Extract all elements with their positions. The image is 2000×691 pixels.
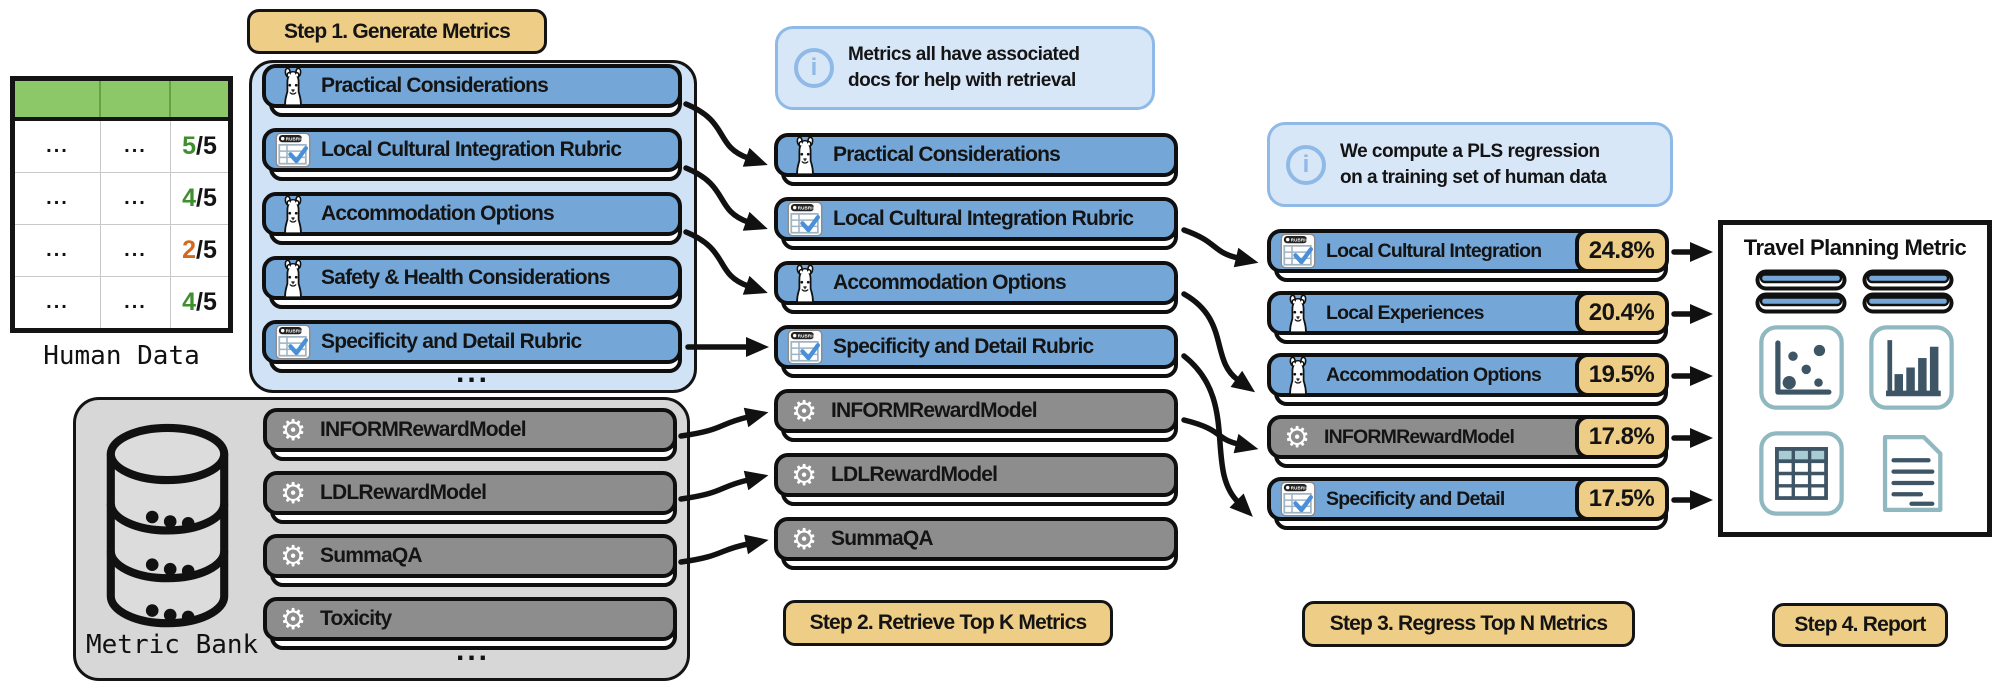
llama-icon	[275, 194, 311, 234]
retrieved-pill-local-cultural-integration-rubric: Local Cultural Integration Rubric	[774, 197, 1178, 255]
metric-pills-icon	[1862, 269, 1954, 315]
human-data-caption: Human Data	[43, 341, 200, 371]
step4-label: Step 4. Report	[1772, 603, 1948, 647]
rubric-icon	[1280, 231, 1316, 271]
metric-pill-safety-health-considerations: Safety & Health Considerations	[262, 256, 682, 314]
retrieved-pill-practical-considerations: Practical Considerations	[774, 133, 1178, 191]
retrieved-pill-ldl-reward-model: ⚙LDLRewardModel	[774, 453, 1178, 511]
step2-label: Step 2. Retrieve Top K Metrics	[783, 600, 1113, 646]
regressed-pill-local-experiences: Local Experiences 20.4%	[1267, 290, 1669, 349]
metric-pill-practical-considerations: Practical Considerations	[262, 64, 682, 122]
info-bubble-regression: i We compute a PLS regression on a train…	[1267, 122, 1673, 207]
retrieved-pill-accommodation-options: Accommodation Options	[774, 261, 1178, 319]
retrieved-pill-inform-reward-model: ⚙INFORMRewardModel	[774, 389, 1178, 447]
gear-icon: ⚙	[791, 393, 817, 428]
rubric-icon	[275, 130, 311, 170]
llama-icon	[1280, 293, 1316, 333]
metric-pill-specificity-and-detail-rubric: Specificity and Detail Rubric	[262, 320, 682, 378]
flow-arrow	[678, 534, 769, 565]
step1-label: Step 1. Generate Metrics	[247, 9, 547, 54]
database-icon	[100, 412, 235, 640]
table-row: ... ... 5/5	[15, 121, 228, 173]
retrieved-pill-summaqa: ⚙SummaQA	[774, 517, 1178, 575]
bank-pill-summaqa: ⚙SummaQA	[263, 534, 677, 592]
rubric-icon	[787, 199, 823, 239]
regressed-pill-local-cultural-integration: Local Cultural Integration 24.8%	[1267, 228, 1669, 287]
gear-icon: ⚙	[791, 457, 817, 492]
flow-arrow	[1181, 417, 1259, 454]
regressed-pill-accommodation-options: Accommodation Options 19.5%	[1267, 352, 1669, 411]
weight-badge: 19.5%	[1574, 352, 1669, 397]
weight-badge: 24.8%	[1574, 228, 1669, 273]
flow-arrow	[1181, 353, 1253, 517]
rubric-icon	[787, 327, 823, 367]
scatter-plot-icon	[1759, 325, 1844, 410]
gear-icon: ⚙	[280, 538, 306, 573]
llama-icon	[275, 66, 311, 106]
rubric-icon	[275, 322, 311, 362]
table-icon	[1759, 431, 1844, 516]
flow-arrow	[1181, 291, 1256, 393]
report-panel-title: Travel Planning Metric	[1743, 235, 1967, 260]
gear-icon: ⚙	[280, 412, 306, 447]
weight-badge: 17.8%	[1574, 414, 1669, 459]
llama-icon	[275, 258, 311, 298]
info-line: We compute a PLS regression	[1340, 140, 1600, 162]
table-row: ... ... 4/5	[15, 277, 228, 328]
weight-badge: 20.4%	[1574, 290, 1669, 335]
bank-pill-ldl-reward-model: ⚙LDLRewardModel	[263, 471, 677, 529]
info-bubble-retrieval: i Metrics all have associated docs for h…	[775, 26, 1155, 110]
bank-pill-toxicity: ⚙Toxicity	[263, 597, 677, 655]
weight-badge: 17.5%	[1574, 476, 1669, 521]
flow-arrow	[678, 407, 769, 439]
flow-arrow	[1181, 227, 1259, 268]
metric-bank-caption: Metric Bank	[86, 630, 259, 660]
gear-icon: ⚙	[280, 475, 306, 510]
llama-icon	[787, 135, 823, 175]
human-data-table: ... ... 5/5 ... ... 4/5 ... ... 2/5 ... …	[10, 76, 233, 333]
bar-chart-icon	[1869, 325, 1954, 410]
table-header-row	[15, 81, 228, 121]
regressed-pill-specificity-and-detail: Specificity and Detail 17.5%	[1267, 476, 1669, 535]
gear-icon: ⚙	[791, 521, 817, 556]
table-row: ... ... 4/5	[15, 173, 228, 225]
llama-icon	[787, 263, 823, 303]
llama-icon	[1280, 355, 1316, 395]
bank-pill-inform-reward-model: ⚙INFORMRewardModel	[263, 408, 677, 466]
info-line: Metrics all have associated	[848, 44, 1080, 66]
document-icon	[1869, 431, 1954, 516]
flow-arrow	[678, 470, 769, 502]
info-line: docs for help with retrieval	[848, 70, 1076, 91]
regressed-pill-inform-reward-model: ⚙INFORMRewardModel 17.8%	[1267, 414, 1669, 473]
metric-pill-accommodation-options: Accommodation Options	[262, 192, 682, 250]
rubric-icon	[1280, 479, 1316, 519]
metric-pills-icon	[1755, 269, 1847, 315]
info-icon: i	[1286, 144, 1326, 185]
gear-icon: ⚙	[1284, 419, 1310, 454]
info-icon: i	[794, 48, 834, 88]
report-panel: Travel Planning Metric	[1718, 220, 1992, 537]
table-row: ... ... 2/5	[15, 225, 228, 277]
retrieved-pill-specificity-and-detail-rubric: Specificity and Detail Rubric	[774, 325, 1178, 383]
step3-label: Step 3. Regress Top N Metrics	[1302, 601, 1635, 647]
metric-pill-local-cultural-integration-rubric: Local Cultural Integration Rubric	[262, 128, 682, 186]
gear-icon: ⚙	[280, 601, 306, 636]
info-line: on a training set of human data	[1340, 166, 1607, 188]
